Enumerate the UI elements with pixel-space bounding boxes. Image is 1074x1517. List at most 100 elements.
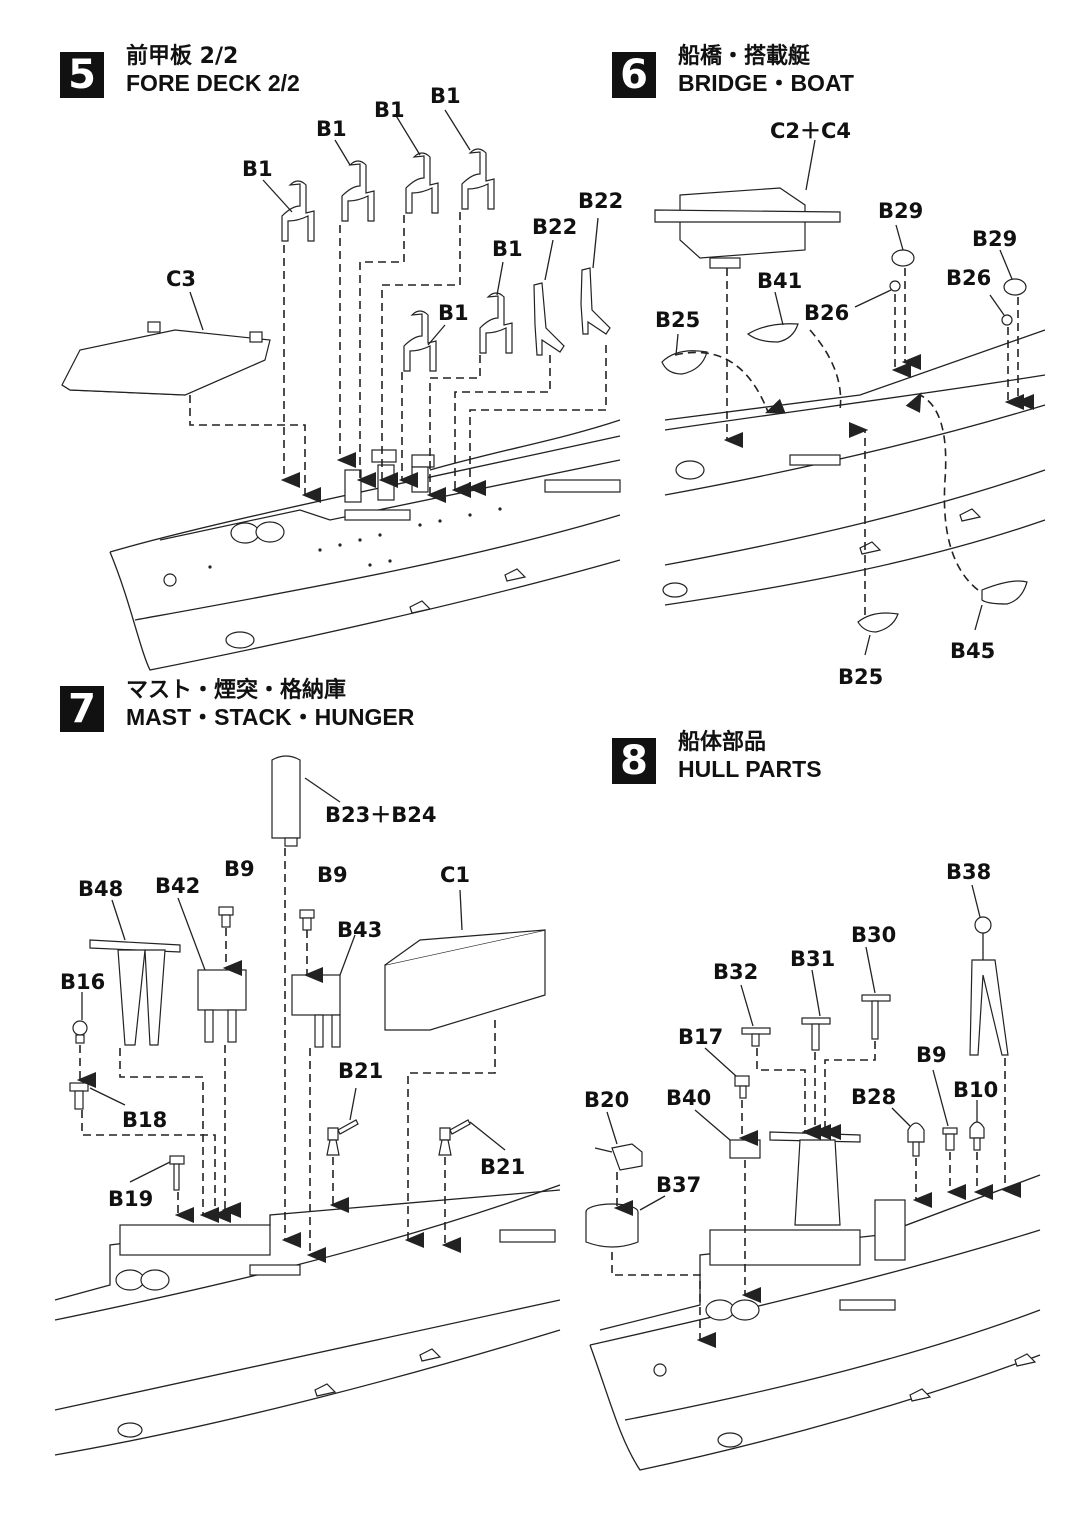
- part-label: B40: [666, 1086, 711, 1110]
- part-label: B38: [946, 860, 991, 884]
- part-B16: [72, 992, 88, 1044]
- part-label: B25: [838, 665, 883, 689]
- part-B18: [69, 1082, 126, 1110]
- part-label: B42: [155, 874, 200, 898]
- assembly-guides: [76, 848, 496, 1263]
- part-B31: [801, 969, 831, 1051]
- part-labels: C2＋C4 B29 B29 B26 B26 B41 B25 B25 B45: [655, 119, 1017, 689]
- part-B30: [861, 946, 891, 1040]
- part-label: B1: [430, 84, 461, 108]
- part-label: B41: [757, 269, 802, 293]
- part-label: B29: [972, 227, 1017, 251]
- part-label: B37: [656, 1173, 701, 1197]
- part-B38: [969, 884, 1009, 1056]
- part-mast-B48-installed: [769, 1131, 861, 1226]
- step-5-header: 5 前甲板 2/2 FORE DECK 2/2: [60, 44, 300, 98]
- part-label: B17: [678, 1025, 723, 1049]
- part-C1: [384, 889, 546, 1031]
- part-B42: [177, 897, 247, 1043]
- part-label: B29: [878, 199, 923, 223]
- part-C2-C4: [654, 139, 841, 269]
- part-label: B32: [713, 960, 758, 984]
- part-C3: [61, 291, 271, 396]
- part-label: B16: [60, 970, 105, 994]
- ship-hull: [54, 1184, 561, 1456]
- leader-lines: [262, 109, 599, 346]
- part-B9: [218, 906, 315, 931]
- ship-hull: [589, 1174, 1041, 1471]
- step-6-header: 6 船橋・搭載艇 BRIDGE・BOAT: [612, 44, 854, 98]
- part-label: B19: [108, 1187, 153, 1211]
- part-B21: [326, 1087, 506, 1156]
- part-label: B25: [655, 308, 700, 332]
- hull-portholes: [208, 507, 502, 569]
- part-B25: [661, 333, 899, 656]
- step-title-jp: マスト・煙突・格納庫: [126, 678, 347, 703]
- step-7-header: 7 マスト・煙突・格納庫 MAST・STACK・HUNGER: [60, 678, 414, 732]
- part-B17: [704, 1047, 750, 1099]
- part-B28-B9-B10: [891, 1069, 985, 1157]
- part-label: B30: [851, 923, 896, 947]
- part-labels: B1 B1 B1 B1 B1 B1 B22 B22 C3: [166, 84, 623, 325]
- step-title-en: BRIDGE・BOAT: [678, 70, 854, 96]
- part-label: B26: [804, 301, 849, 325]
- part-B37: [585, 1195, 666, 1248]
- step-title-jp: 前甲板 2/2: [126, 44, 239, 69]
- part-label: B1: [438, 301, 469, 325]
- part-B41: [746, 291, 799, 343]
- part-B45: [974, 580, 1028, 631]
- part-label: B28: [851, 1085, 896, 1109]
- step-6-diagram: C2＋C4 B29 B29 B26 B26 B41 B25 B25 B45: [654, 119, 1046, 689]
- step-number: 5: [60, 52, 104, 98]
- part-B23-B24: [271, 755, 341, 847]
- step-title-jp: 船体部品: [678, 730, 767, 755]
- step-title-en: HULL PARTS: [678, 756, 822, 782]
- step-number: 7: [60, 686, 104, 732]
- step-5-diagram: B1 B1 B1 B1 B1 B1 B22 B22 C3: [61, 84, 623, 671]
- part-labels: B38 B30 B31 B32 B17 B9 B10 B28 B40 B20 B…: [584, 860, 998, 1197]
- part-label: B9: [916, 1043, 947, 1067]
- step-7-diagram: B23＋B24 B9 B9 B48 B42 B43 C1 B16 B18 B21…: [54, 755, 561, 1456]
- part-label: B18: [122, 1108, 167, 1132]
- part-B40: [694, 1109, 761, 1159]
- part-label: C2＋C4: [770, 119, 851, 143]
- step-title-jp: 船橋・搭載艇: [678, 44, 811, 69]
- part-B29: [891, 224, 1027, 296]
- step-8-diagram: B38 B30 B31 B32 B17 B9 B10 B28 B40 B20 B…: [584, 860, 1041, 1471]
- assembly-guides: [280, 212, 607, 503]
- part-label: C3: [166, 267, 196, 291]
- part-B19: [129, 1155, 185, 1191]
- part-B48: [89, 899, 181, 1046]
- part-label: B45: [950, 639, 995, 663]
- part-label: B48: [78, 877, 123, 901]
- part-label: B22: [578, 189, 623, 213]
- part-label: B9: [317, 863, 348, 887]
- part-label: B1: [316, 117, 347, 141]
- part-label: B1: [492, 237, 523, 261]
- assembly-guides: [674, 268, 1034, 615]
- part-label: B1: [242, 157, 273, 181]
- step-title-en: FORE DECK 2/2: [126, 70, 300, 96]
- step-title-en: MAST・STACK・HUNGER: [126, 704, 415, 730]
- part-label: B20: [584, 1088, 629, 1112]
- part-label: B9: [224, 857, 255, 881]
- ship-hull: [662, 329, 1046, 606]
- part-label: B23＋B24: [325, 803, 436, 827]
- assembly-guides: [611, 1041, 1021, 1348]
- part-B1-array: [281, 148, 513, 372]
- part-label: B31: [790, 947, 835, 971]
- part-label: B10: [953, 1078, 998, 1102]
- part-B26: [854, 280, 1013, 326]
- part-label: C1: [440, 863, 470, 887]
- part-B43: [291, 934, 356, 1048]
- part-B20: [594, 1111, 643, 1171]
- deck-fittings: [344, 449, 435, 503]
- step-8-header: 8 船体部品 HULL PARTS: [612, 730, 822, 784]
- part-label: B26: [946, 266, 991, 290]
- part-label: B1: [374, 98, 405, 122]
- part-B22-array: [533, 267, 611, 356]
- step-number: 8: [612, 738, 656, 784]
- step-number: 6: [612, 52, 656, 98]
- part-label: B21: [338, 1059, 383, 1083]
